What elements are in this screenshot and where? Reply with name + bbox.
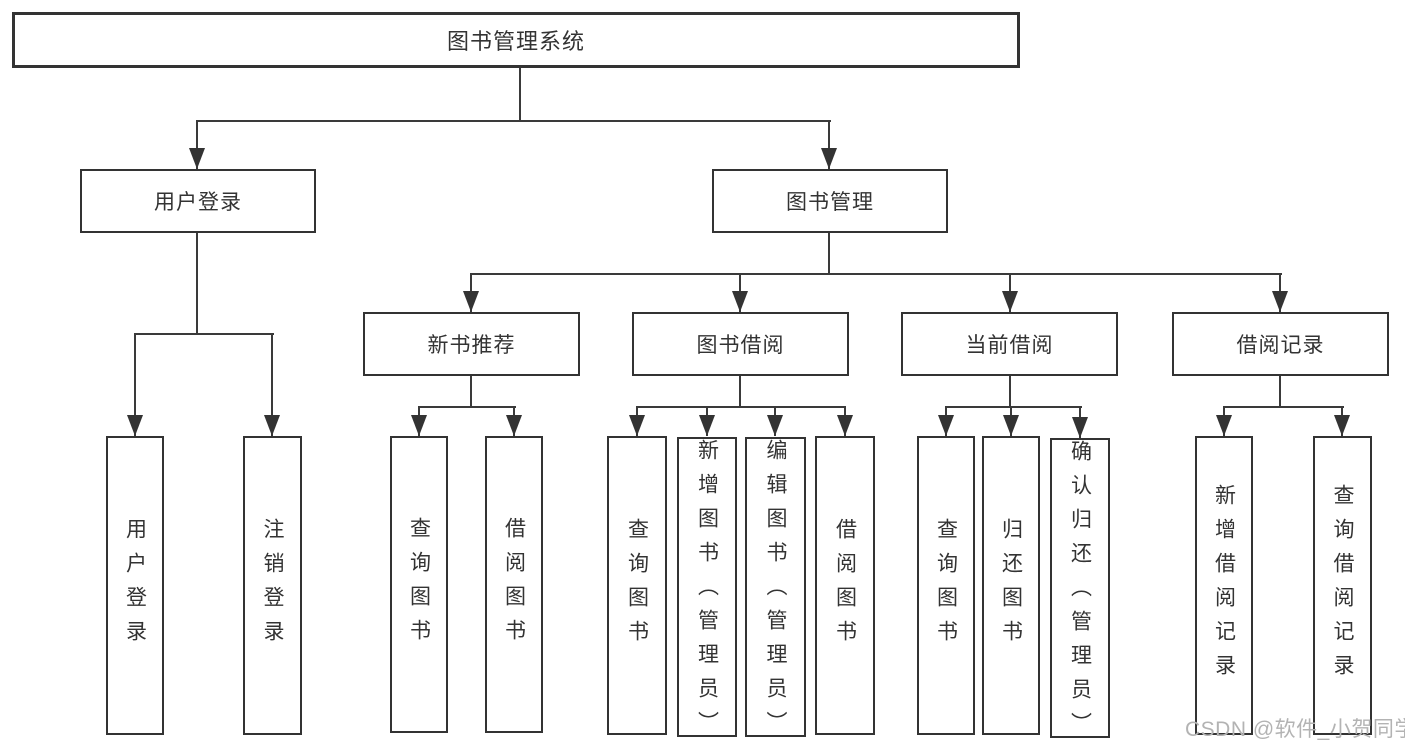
connector-vline (828, 120, 830, 169)
node-label: 查询图书 (407, 516, 431, 653)
node-add-borrow-record: 新增借阅记录 (1195, 436, 1253, 735)
node-label: 注销登录 (261, 517, 284, 654)
arrow-down-icon (938, 415, 954, 436)
connector-hline (1223, 406, 1344, 408)
arrow-down-icon (463, 291, 479, 312)
node-label: 新增图书（管理员） (695, 439, 719, 745)
node-label: 借阅记录 (1236, 334, 1325, 357)
node-book-borrowing: 图书借阅 (632, 312, 849, 376)
arrow-down-icon (1072, 417, 1088, 438)
connector-hline (196, 120, 831, 122)
node-label: 用户登录 (154, 191, 242, 214)
connector-hline (945, 406, 1082, 408)
node-query-borrow-record: 查询借阅记录 (1313, 436, 1372, 735)
node-edit-books-admin: 编辑图书（管理员） (745, 437, 806, 745)
arrow-down-icon (1334, 415, 1350, 436)
arrow-down-icon (264, 415, 280, 436)
connector-hline (470, 273, 1282, 275)
arrow-down-icon (411, 415, 427, 436)
node-current-borrowing: 当前借阅 (901, 312, 1118, 376)
node-return-books: 归还图书 (982, 436, 1040, 735)
node-borrow-books-recommend: 借阅图书 (485, 436, 543, 733)
connector-vline (196, 120, 198, 169)
node-label: 图书管理系统 (446, 29, 585, 54)
node-label: 查询图书 (625, 517, 649, 654)
connector-vline (1009, 376, 1011, 408)
node-label: 编辑图书（管理员） (764, 439, 787, 745)
node-label: 当前借阅 (965, 334, 1054, 357)
node-label: 确认归还（管理员） (1068, 440, 1092, 746)
node-query-books-recommend: 查询图书 (390, 436, 448, 733)
arrow-down-icon (1002, 291, 1018, 312)
arrow-down-icon (732, 291, 748, 312)
node-label: 查询图书 (934, 517, 958, 654)
node-label: 新书推荐 (427, 334, 516, 357)
node-label: 归还图书 (999, 517, 1023, 654)
arrow-down-icon (506, 415, 522, 436)
connector-vline (828, 233, 830, 275)
connector-hline (418, 406, 516, 408)
node-user-login-leaf: 用户登录 (106, 436, 164, 735)
connector-vline (470, 376, 472, 408)
node-label: 新增借阅记录 (1212, 483, 1236, 688)
connector-vline (271, 333, 273, 436)
arrow-down-icon (629, 415, 645, 436)
node-label: 图书借阅 (696, 334, 785, 357)
node-label: 查询借阅记录 (1331, 483, 1354, 688)
watermark: CSDN @软件_小贺同学 (1185, 718, 1405, 741)
node-borrow-books-leaf: 借阅图书 (815, 436, 875, 735)
connector-vline (739, 376, 741, 408)
node-add-books-admin: 新增图书（管理员） (677, 437, 737, 745)
arrow-down-icon (1216, 415, 1232, 436)
arrow-down-icon (1272, 291, 1288, 312)
connector-vline (519, 66, 521, 122)
node-label: 图书管理 (786, 191, 874, 214)
node-new-book-recommend: 新书推荐 (363, 312, 580, 376)
node-query-books-current: 查询图书 (917, 436, 975, 735)
node-logout-leaf: 注销登录 (243, 436, 302, 735)
arrow-down-icon (767, 415, 783, 436)
arrow-down-icon (189, 148, 205, 169)
node-book-management: 图书管理 (712, 169, 948, 233)
connector-hline (134, 333, 274, 335)
arrow-down-icon (127, 415, 143, 436)
node-confirm-return-admin: 确认归还（管理员） (1050, 438, 1110, 746)
arrow-down-icon (699, 415, 715, 436)
node-library-management-system: 图书管理系统 (12, 12, 1020, 68)
node-label: 借阅图书 (833, 517, 857, 654)
node-user-login: 用户登录 (80, 169, 316, 233)
arrow-down-icon (821, 148, 837, 169)
node-label: 用户登录 (123, 517, 147, 654)
connector-vline (1279, 376, 1281, 408)
node-query-books-borrowing: 查询图书 (607, 436, 667, 735)
connector-vline (196, 233, 198, 335)
node-label: 借阅图书 (502, 516, 526, 653)
node-borrowing-records: 借阅记录 (1172, 312, 1389, 376)
arrow-down-icon (1003, 415, 1019, 436)
connector-hline (636, 406, 846, 408)
arrow-down-icon (837, 415, 853, 436)
connector-vline (134, 333, 136, 436)
